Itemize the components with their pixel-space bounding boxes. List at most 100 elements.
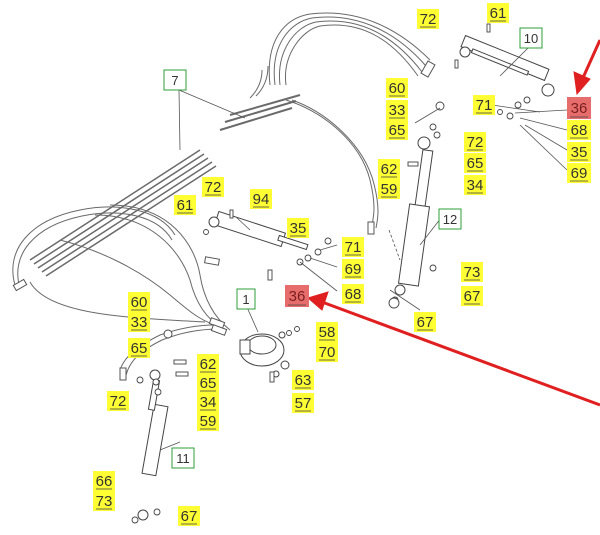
label-text: 72 [205, 179, 222, 196]
label-text: 60 [389, 80, 406, 97]
cylinder-94 [208, 210, 309, 251]
part-label-67: 67 [461, 286, 483, 306]
label-text: 62 [381, 161, 398, 178]
label-box [414, 312, 436, 332]
label-text: 68 [345, 286, 362, 303]
label-box [174, 195, 196, 215]
label-box [567, 120, 591, 140]
part-label-63: 63 [292, 370, 314, 390]
label-text: 57 [295, 395, 312, 412]
label-text: 65 [131, 340, 148, 357]
hose-lines [12, 12, 431, 381]
label-text: 65 [389, 122, 406, 139]
label-text: 61 [177, 197, 194, 214]
part-label-67: 67 [178, 506, 200, 526]
label-box [163, 69, 187, 91]
label-box [378, 159, 400, 179]
label-box [197, 392, 219, 412]
label-box [93, 491, 115, 511]
label-box [567, 97, 591, 119]
label-text: 59 [381, 181, 398, 198]
label-box [316, 322, 338, 342]
part-label-33: 33 [128, 312, 150, 332]
part-label-1: 1 [236, 288, 256, 310]
label-text: 11 [176, 451, 190, 466]
label-text: 35 [290, 220, 307, 237]
label-text: 63 [295, 372, 312, 389]
label-text: 60 [131, 294, 148, 311]
label-box [438, 208, 462, 230]
label-box [292, 393, 314, 413]
valve-block-1 [239, 331, 290, 378]
part-label-94: 94 [250, 189, 272, 209]
label-box [567, 163, 591, 183]
part-label-69: 69 [567, 163, 591, 183]
small-hardware [131, 23, 531, 524]
part-label-72: 72 [107, 391, 129, 411]
part-label-65: 65 [197, 373, 219, 393]
label-box [519, 27, 543, 49]
label-box [128, 338, 150, 358]
part-label-57: 57 [292, 393, 314, 413]
label-text: 70 [319, 344, 336, 361]
part-label-72: 72 [417, 9, 439, 29]
label-box [287, 218, 309, 238]
label-text: 58 [319, 324, 336, 341]
part-label-34: 34 [464, 175, 486, 195]
part-label-7: 7 [163, 69, 187, 91]
part-label-65: 65 [464, 153, 486, 173]
label-text: 33 [131, 314, 148, 331]
part-label-72: 72 [202, 177, 224, 197]
part-label-72: 72 [464, 132, 486, 152]
red-arrows [306, 39, 600, 407]
label-box [386, 100, 408, 120]
label-text: 33 [389, 102, 406, 119]
part-label-58: 58 [316, 322, 338, 342]
label-text: 73 [464, 264, 481, 281]
part-label-10: 10 [519, 27, 543, 49]
label-box [128, 312, 150, 332]
label-box [378, 179, 400, 199]
part-label-35: 35 [287, 218, 309, 238]
part-label-68: 68 [567, 120, 591, 140]
label-text: 66 [96, 473, 113, 490]
label-box [386, 78, 408, 98]
label-text: 12 [443, 212, 457, 227]
part-label-68: 68 [342, 284, 364, 304]
label-box [292, 370, 314, 390]
label-text: 67 [417, 314, 434, 331]
label-box [316, 342, 338, 362]
part-label-73: 73 [93, 491, 115, 511]
part-label-70: 70 [316, 342, 338, 362]
label-box [202, 177, 224, 197]
part-label-36: 36 [285, 285, 309, 307]
label-text: 67 [181, 508, 198, 525]
part-label-12: 12 [438, 208, 462, 230]
label-box [487, 3, 509, 23]
part-label-60: 60 [128, 292, 150, 312]
label-box [197, 354, 219, 374]
label-text: 72 [420, 11, 437, 28]
label-text: 35 [571, 144, 588, 161]
label-box [342, 259, 364, 279]
label-box [197, 373, 219, 393]
cylinder-12 [391, 136, 434, 304]
label-box [342, 237, 364, 257]
label-text: 68 [571, 122, 588, 139]
label-box [178, 506, 200, 526]
leader-lines [159, 44, 568, 451]
label-text: 69 [571, 165, 588, 182]
part-label-11: 11 [171, 447, 195, 469]
label-box [464, 132, 486, 152]
part-label-59: 59 [378, 179, 400, 199]
label-text: 94 [253, 191, 270, 208]
label-box [93, 471, 115, 491]
label-text: 1 [242, 292, 249, 307]
arrowhead-upper [573, 71, 591, 96]
label-text: 65 [200, 375, 217, 392]
label-text: 67 [464, 288, 481, 305]
arrow-lower-right [321, 300, 600, 407]
part-label-33: 33 [386, 100, 408, 120]
part-label-62: 62 [378, 159, 400, 179]
